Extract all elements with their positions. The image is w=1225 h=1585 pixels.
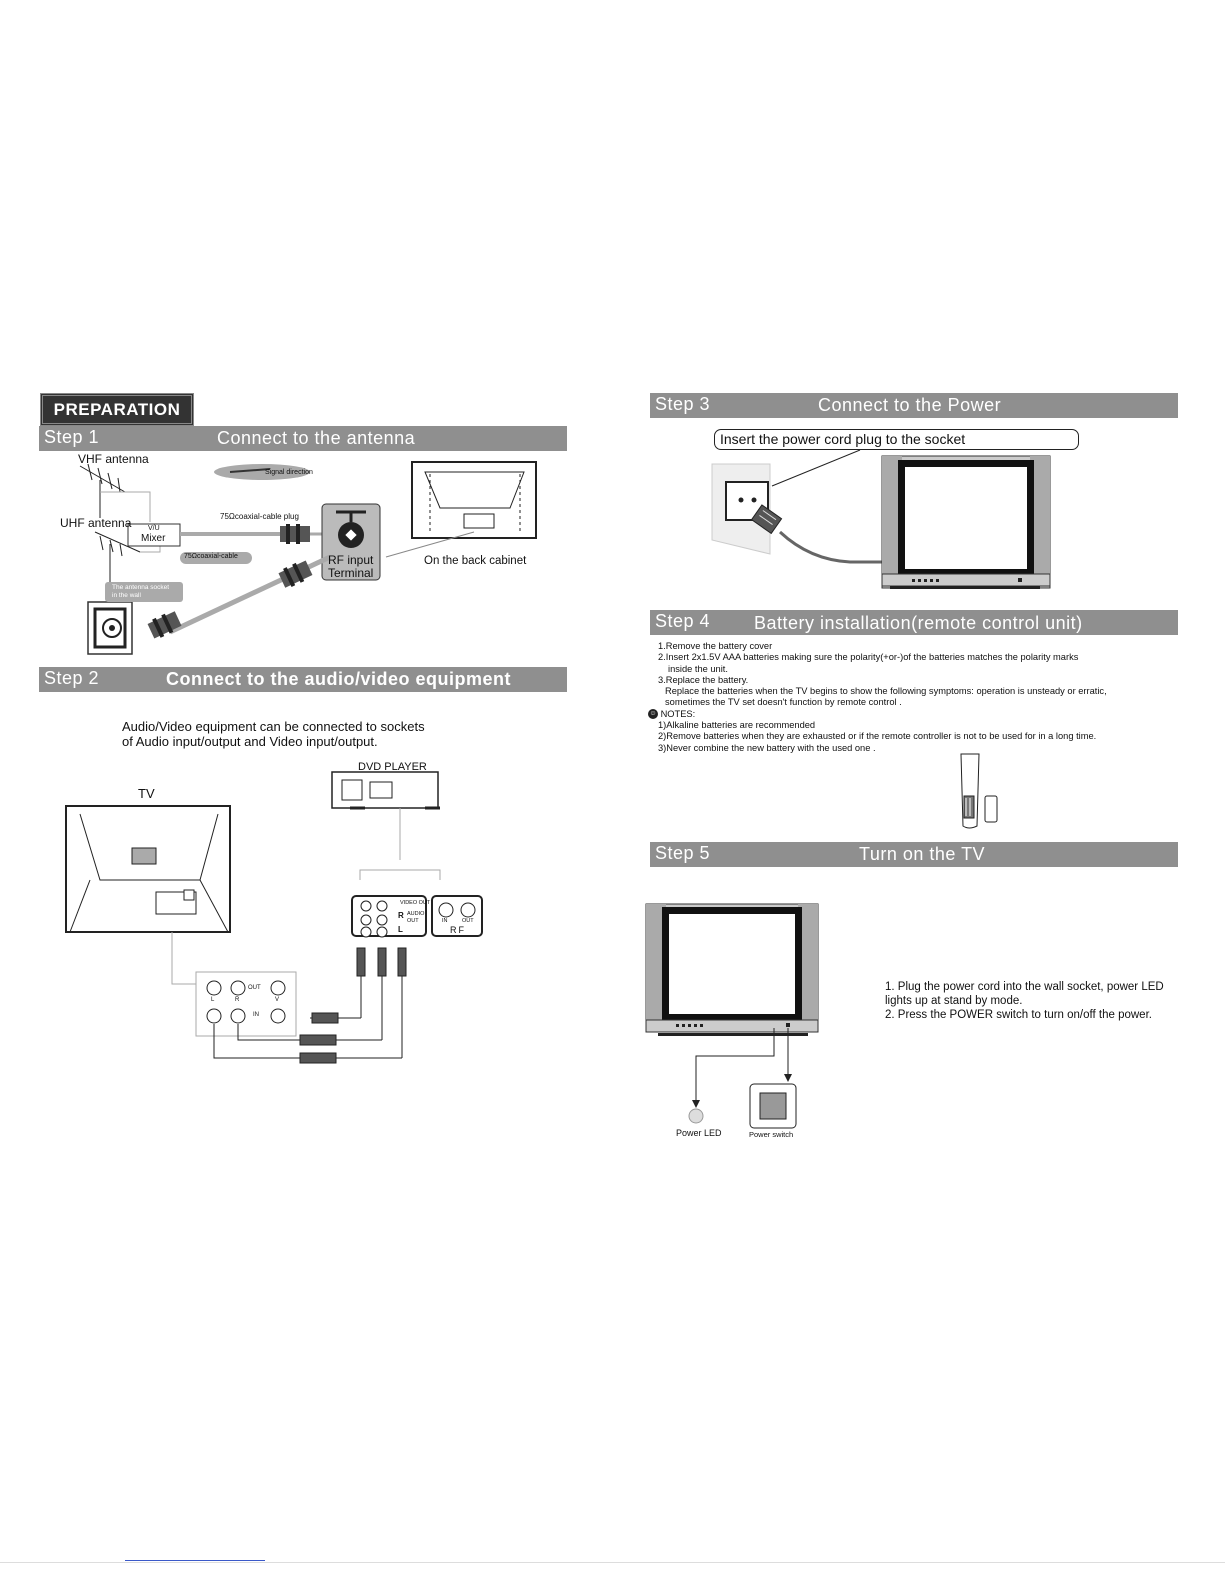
coax-plug-icon-3 bbox=[147, 611, 182, 639]
step4-title: Battery installation(remote control unit… bbox=[754, 613, 1083, 633]
audio-l-label: L bbox=[398, 925, 403, 934]
antenna-connection-diagram bbox=[79, 461, 537, 655]
battery-line-2: 2.Insert 2x1.5V AAA batteries making sur… bbox=[658, 652, 1079, 663]
battery-line-3: inside the unit. bbox=[668, 663, 728, 674]
audio-out-label-2: OUT bbox=[407, 918, 419, 924]
tv-front-icon-2 bbox=[645, 903, 819, 1036]
signal-direction-badge bbox=[214, 464, 310, 480]
rf-input-label: RF input bbox=[328, 553, 374, 567]
tv-back-cabinet-icon bbox=[411, 461, 537, 539]
panel-v-label: V bbox=[275, 997, 280, 1003]
power-plug-icon bbox=[750, 504, 783, 535]
coax-cable-pill bbox=[180, 552, 252, 564]
step5-instructions: 1. Plug the power cord into the wall soc… bbox=[885, 980, 1164, 1022]
power-led-label: Power LED bbox=[676, 1128, 722, 1138]
cable-plug-label: 75Ωcoaxial-cable plug bbox=[220, 512, 299, 521]
panel-in-label: IN bbox=[253, 1012, 259, 1018]
battery-line-6: sometimes the TV set doesn't function by… bbox=[665, 697, 902, 708]
step5-line-2: lights up at stand by mode. bbox=[885, 995, 1023, 1007]
step3-number: Step 3 bbox=[655, 394, 711, 414]
step1-header: Step 1 Connect to the antenna bbox=[39, 426, 567, 451]
step5-line-3: 2. Press the POWER switch to turn on/off… bbox=[885, 1009, 1152, 1021]
tv-label: TV bbox=[138, 786, 155, 801]
uhf-label: UHF antenna bbox=[60, 516, 132, 530]
mixer-top-label: V/U bbox=[148, 525, 160, 532]
cable-label: 75Ωcoaxial-cable bbox=[184, 553, 238, 560]
rf-in-label: IN bbox=[442, 918, 448, 924]
step4-header: Step 4 Battery installation(remote contr… bbox=[650, 610, 1178, 635]
step5-number: Step 5 bbox=[655, 843, 711, 863]
step3-header: Step 3 Connect to the Power bbox=[650, 393, 1178, 418]
rf-terminal-label: Terminal bbox=[328, 566, 374, 580]
step3-title: Connect to the Power bbox=[818, 395, 1002, 415]
rca-plugs-icon bbox=[356, 947, 407, 977]
audio-out-label: AUDIO bbox=[407, 911, 425, 917]
antenna-socket-bubble bbox=[105, 582, 183, 602]
socket-label-2: in the wall bbox=[112, 592, 141, 599]
step1-number: Step 1 bbox=[44, 427, 100, 447]
tv-power-diagram bbox=[645, 903, 819, 1129]
mixer-label: Mixer bbox=[141, 533, 166, 544]
audio-r-label: R bbox=[398, 911, 404, 920]
step2-header: Step 2 Connect to the audio/video equipm… bbox=[39, 667, 567, 692]
vhf-label: VHF antenna bbox=[78, 452, 149, 466]
step4-number: Step 4 bbox=[655, 611, 711, 631]
tv-back-icon bbox=[65, 805, 231, 933]
battery-line-5: Replace the batteries when the TV begins… bbox=[665, 686, 1107, 697]
preparation-heading: PREPARATION bbox=[40, 393, 194, 426]
battery-instructions: 1.Remove the battery cover 2.Insert 2x1.… bbox=[648, 641, 1107, 754]
battery-line-1: 1.Remove the battery cover bbox=[658, 641, 773, 651]
power-led-icon bbox=[688, 1108, 704, 1124]
video-out-label: VIDEO OUT bbox=[400, 900, 431, 906]
socket-label-1: The antenna socket bbox=[112, 584, 170, 591]
panel-r-label: R bbox=[235, 997, 240, 1003]
power-callout: Insert the power cord plug to the socket bbox=[714, 429, 1079, 450]
bottom-edge-line bbox=[0, 1562, 1225, 1563]
tv-front-icon bbox=[881, 455, 1051, 589]
bottom-link-underline bbox=[125, 1560, 265, 1561]
battery-line-4: 3.Replace the battery. bbox=[658, 674, 749, 685]
dvd-player-icon bbox=[331, 771, 440, 810]
notes-line-3: 3)Never combine the new battery with the… bbox=[658, 742, 876, 753]
step2-number: Step 2 bbox=[44, 668, 100, 688]
notes-label: NOTES: bbox=[660, 708, 696, 719]
coax-plug-icon-2 bbox=[278, 560, 313, 588]
vhf-antenna-icon bbox=[79, 463, 151, 522]
step1-title: Connect to the antenna bbox=[217, 428, 416, 448]
rf-panel-label: RF bbox=[450, 925, 466, 935]
rf-out-label: OUT bbox=[462, 918, 474, 924]
panel-out-label: OUT bbox=[248, 985, 261, 991]
coax-plug-icon bbox=[280, 524, 322, 544]
step2-desc-line2: of Audio input/output and Video input/ou… bbox=[122, 734, 378, 749]
notes-line-2: 2)Remove batteries when they are exhaust… bbox=[658, 731, 1097, 742]
notes-icon: ☺ bbox=[648, 709, 658, 720]
power-switch-label: Power switch bbox=[749, 1130, 794, 1139]
panel-l-label: L bbox=[211, 997, 215, 1003]
power-connection-diagram bbox=[711, 450, 1051, 589]
signal-direction-label: Signal direction bbox=[265, 469, 313, 476]
step5-line-1: 1. Plug the power cord into the wall soc… bbox=[885, 981, 1164, 993]
step5-title: Turn on the TV bbox=[859, 844, 986, 864]
step2-title: Connect to the audio/video equipment bbox=[166, 669, 512, 689]
dvd-label: DVD PLAYER bbox=[358, 761, 427, 773]
step2-desc-line1: Audio/Video equipment can be connected t… bbox=[122, 719, 425, 734]
remote-control-icon bbox=[960, 753, 998, 829]
step5-header: Step 5 Turn on the TV bbox=[650, 842, 1178, 867]
notes-line-1: 1)Alkaline batteries are recommended bbox=[658, 720, 816, 731]
back-cabinet-label: On the back cabinet bbox=[424, 555, 527, 567]
av-connection-diagram bbox=[65, 771, 483, 1064]
